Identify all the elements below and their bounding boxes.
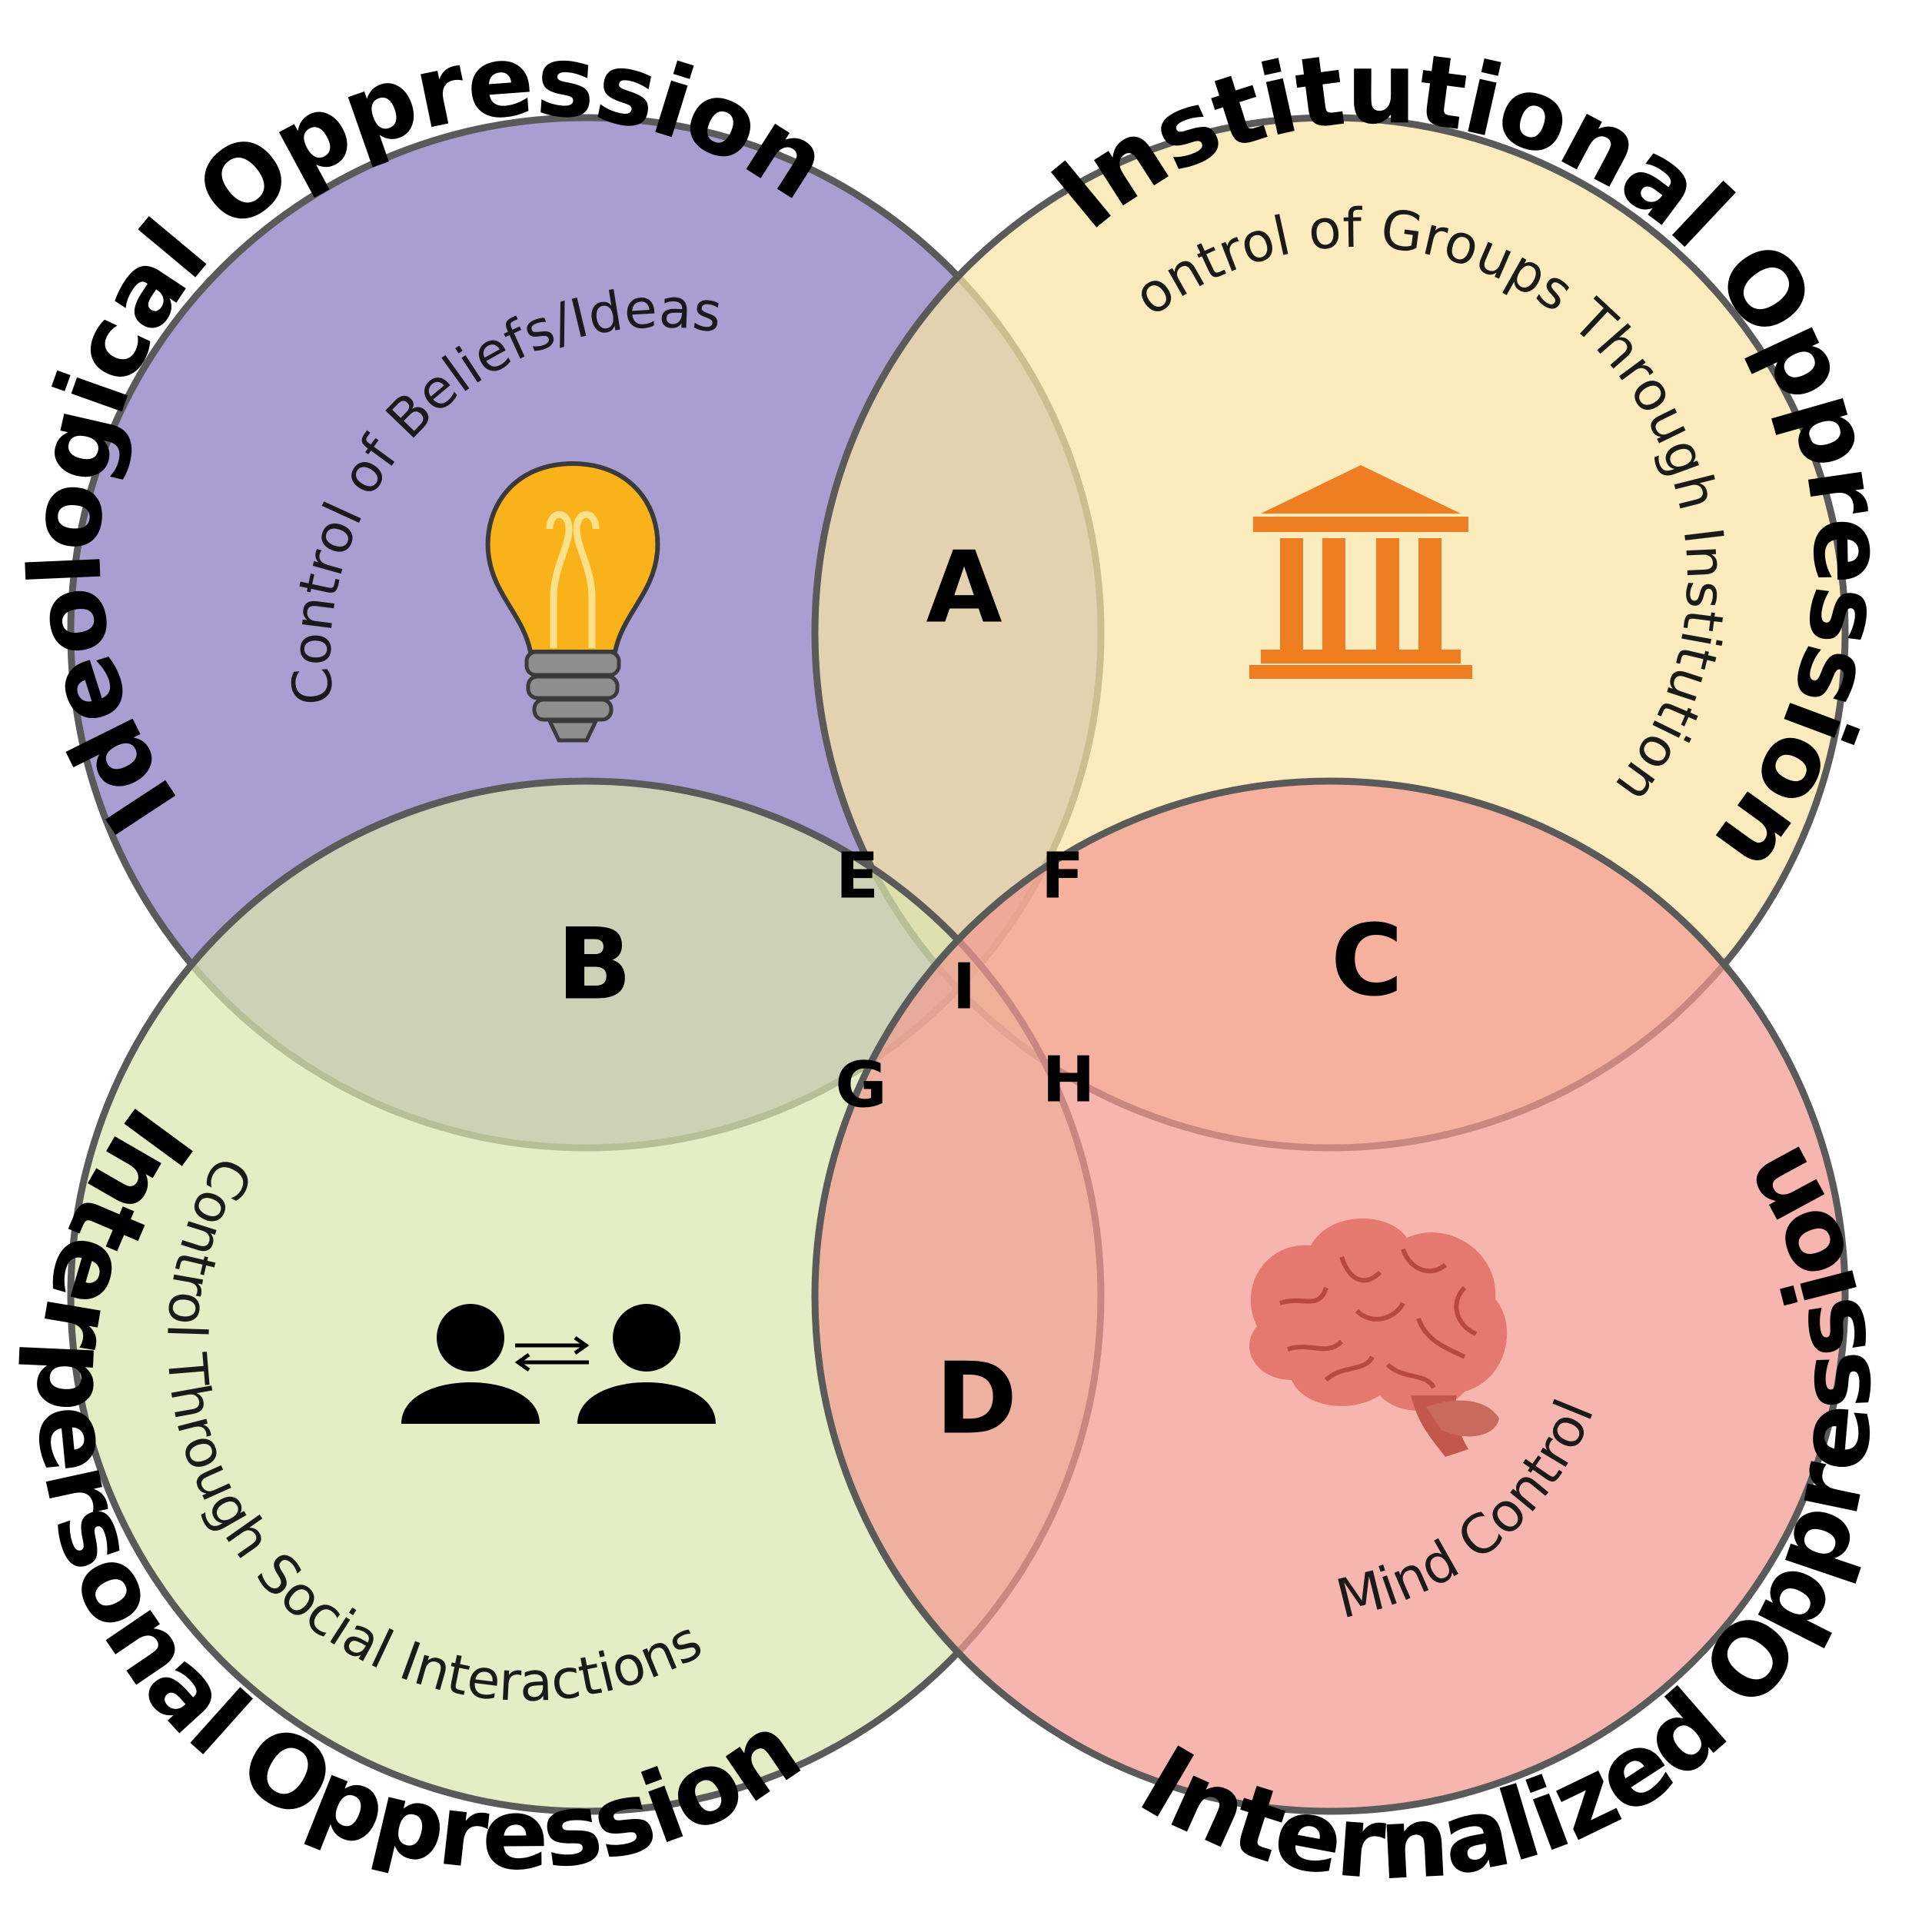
region-g-label: G xyxy=(835,1049,886,1122)
region-b-label: B xyxy=(557,908,632,1023)
bank-building-icon xyxy=(1249,465,1472,679)
region-c-label: C xyxy=(1331,904,1403,1019)
brain-icon xyxy=(1249,1218,1508,1457)
lightbulb-icon xyxy=(485,461,660,743)
region-e-label: E xyxy=(836,840,879,913)
region-a-label: A xyxy=(926,531,1002,646)
region-i-label: I xyxy=(953,951,976,1024)
region-h-label: H xyxy=(1042,1044,1096,1117)
region-f-label: F xyxy=(1041,840,1084,913)
people-exchange-icon xyxy=(401,1304,716,1424)
region-d-label: D xyxy=(936,1342,1017,1457)
